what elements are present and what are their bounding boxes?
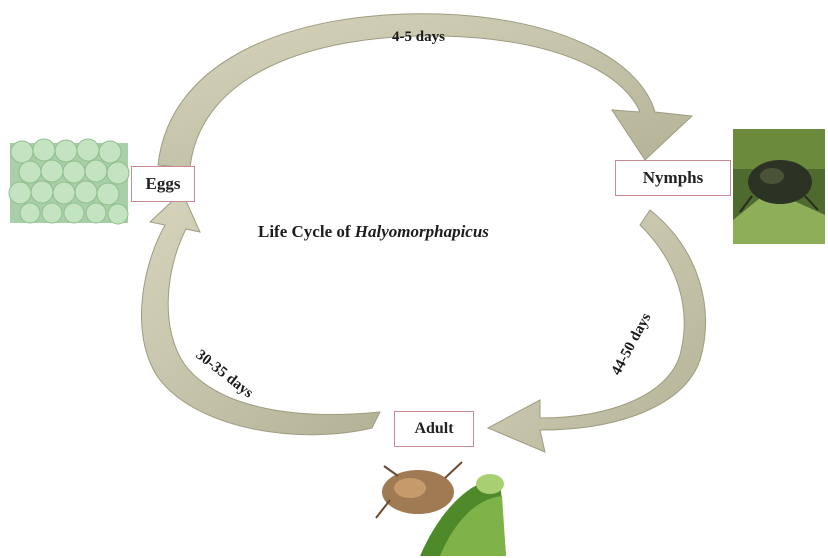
nymphs-photo	[733, 129, 825, 244]
duration-eggs-to-nymphs: 4-5 days	[392, 29, 445, 46]
adult-photo	[372, 452, 506, 556]
eggs-label: Eggs	[131, 166, 195, 202]
adult-label: Adult	[394, 411, 474, 447]
nymphs-label-text: Nymphs	[643, 168, 703, 187]
eggs-photo	[9, 139, 129, 224]
diagram-title: Life Cycle of Halyomorphapicus	[258, 222, 489, 242]
nymphs-label: Nymphs	[615, 160, 731, 196]
eggs-label-text: Eggs	[146, 174, 181, 193]
title-species: Halyomorphapicus	[355, 222, 489, 241]
adult-label-text: Adult	[414, 420, 453, 437]
arrow-nymphs-to-adult	[488, 210, 706, 452]
title-prefix: Life Cycle of	[258, 222, 355, 241]
